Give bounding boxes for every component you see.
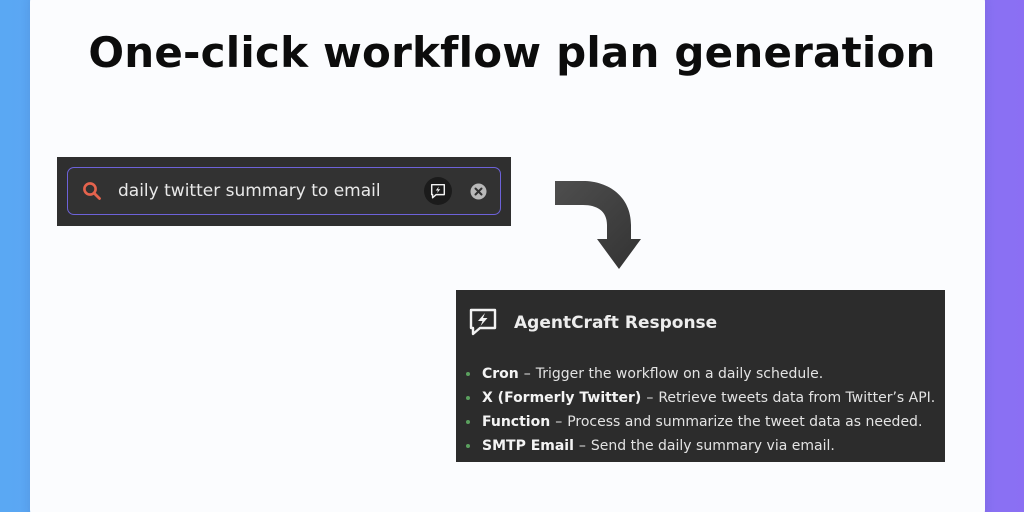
response-title: AgentCraft Response [514, 313, 718, 333]
close-circle-icon[interactable] [470, 183, 487, 200]
agentcraft-response-panel: AgentCraft Response Cron – Trigger the w… [456, 290, 945, 462]
bullet-icon [466, 396, 470, 400]
bullet-icon [466, 420, 470, 424]
step-separator: – [578, 438, 586, 454]
curved-arrow-icon [555, 181, 641, 269]
step-name: X (Formerly Twitter) [482, 390, 642, 406]
lightning-chat-icon [469, 308, 497, 336]
search-panel [57, 157, 511, 226]
agentcraft-generate-button[interactable] [424, 177, 452, 205]
step-description: Send the daily summary via email. [590, 438, 835, 454]
workflow-step-list: Cron – Trigger the workflow on a daily s… [466, 362, 935, 458]
bullet-icon [466, 444, 470, 448]
step-name: Function [482, 414, 551, 430]
step-description: Retrieve tweets data from Twitter’s API. [658, 390, 936, 406]
page-title: One-click workflow plan generation [88, 28, 936, 77]
step-separator: – [646, 390, 654, 406]
lightning-chat-icon [430, 183, 446, 199]
search-input[interactable] [118, 181, 418, 201]
step-separator: – [523, 366, 531, 382]
workflow-step-item: SMTP Email – Send the daily summary via … [466, 434, 935, 458]
step-name: Cron [482, 366, 519, 382]
bullet-icon [466, 372, 470, 376]
search-bar[interactable] [67, 167, 501, 215]
step-name: SMTP Email [482, 438, 574, 454]
step-description: Process and summarize the tweet data as … [567, 414, 923, 430]
step-separator: – [555, 414, 563, 430]
step-description: Trigger the workflow on a daily schedule… [535, 366, 824, 382]
workflow-step-item: X (Formerly Twitter) – Retrieve tweets d… [466, 386, 935, 410]
workflow-step-item: Function – Process and summarize the twe… [466, 410, 935, 434]
search-icon [83, 182, 101, 200]
workflow-step-item: Cron – Trigger the workflow on a daily s… [466, 362, 935, 386]
